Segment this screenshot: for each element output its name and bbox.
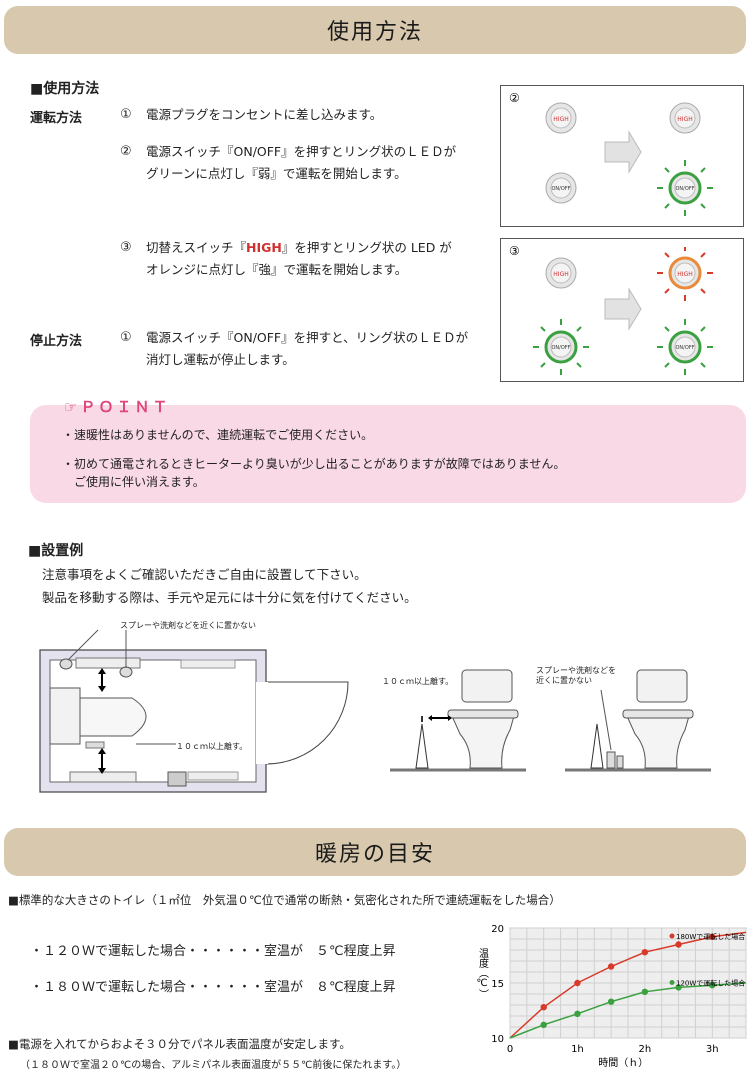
- panel-step3-illustration: ③ HIGH ON/OFF: [509, 244, 713, 375]
- high-button-off: HIGH: [545, 257, 577, 289]
- step3-line2: オレンジに点灯し『強』で運転を開始します。: [146, 262, 408, 277]
- chart-y-label: 温度（℃）: [476, 948, 488, 999]
- step3-post: 』を押すとリング状の LED が: [281, 240, 452, 255]
- usage-heading: ■使用方法: [30, 81, 100, 97]
- panel3-num: ③: [509, 244, 520, 258]
- point-item-1: ・速暖性はありませんので、連続運転でご使用ください。: [62, 428, 374, 442]
- chart-point: [641, 949, 649, 956]
- svg-text:ON/OFF: ON/OFF: [675, 186, 694, 192]
- chart-legend-label: 120Wで運転した場合: [676, 979, 745, 988]
- arrow-icon: [604, 130, 642, 174]
- point-title: ☞ＰＯＩＮＴ: [64, 398, 171, 416]
- heating-row-120w: ・１２０Ｗで運転した場合・・・・・・室温が ５℃程度上昇: [30, 944, 396, 959]
- install-line-1: 注意事項をよくご確認いただきご自由に設置して下さい。: [42, 567, 367, 582]
- chart-x-tick: 3h: [706, 1044, 719, 1055]
- chart-point: [574, 1010, 581, 1017]
- chart-series-line: [509, 931, 747, 1039]
- step3-line1: 切替えスイッチ『HIGH』を押すとリング状の LED が: [146, 237, 452, 259]
- toilet-side-view-2: [565, 669, 711, 772]
- chart-x-tick: 2h: [639, 1044, 652, 1055]
- chart-legend-marker: [669, 980, 675, 985]
- step3-high: HIGH: [246, 240, 282, 255]
- note-10cm: １０ｃｍ以上離す。: [176, 742, 248, 751]
- step3-num: ③: [120, 240, 132, 255]
- step1-num: ①: [120, 107, 132, 122]
- chart-point: [641, 988, 649, 995]
- chart-point: [607, 998, 615, 1005]
- chart-legend-marker: [669, 933, 675, 939]
- chart-point: [709, 982, 716, 989]
- chart-point: [675, 984, 682, 991]
- svg-text:HIGH: HIGH: [553, 116, 568, 123]
- chart-x-tick: 0: [507, 1044, 513, 1055]
- note-10cm-side: １０ｃｍ以上離す。: [382, 677, 454, 686]
- chart-y-tick: 10: [491, 1034, 504, 1045]
- heating-row-180w: ・１８０Ｗで運転した場合・・・・・・室温が ８℃程度上昇: [30, 980, 396, 995]
- svg-text:HIGH: HIGH: [677, 271, 692, 278]
- floor-plan-illustration: [39, 629, 349, 793]
- high-button-off: HIGH: [545, 102, 577, 134]
- usage-banner: 使用方法: [4, 6, 746, 54]
- chart-point: [540, 1004, 547, 1011]
- stop-label: 停止方法: [30, 334, 83, 349]
- high-button-off-2: HIGH: [669, 102, 701, 134]
- chart-x-tick: 1h: [571, 1044, 584, 1055]
- svg-text:ON/OFF: ON/OFF: [551, 186, 570, 192]
- svg-text:HIGH: HIGH: [553, 271, 568, 278]
- install-heading: ■設置例: [28, 543, 84, 559]
- chart-point: [675, 941, 682, 948]
- svg-text:HIGH: HIGH: [677, 116, 692, 123]
- heating-condition: ■標準的な大きさのトイレ（１㎡位 外気温０℃位で通常の断熱・気密化された所で連続…: [8, 893, 561, 907]
- point-box: [30, 405, 746, 503]
- panel-step3: ③ HIGH ON/OFF: [500, 238, 744, 382]
- chart-point: [709, 933, 716, 940]
- step2-line2: グリーンに点灯し『弱』で運転を開始します。: [146, 166, 407, 181]
- chart-series-line: [509, 982, 747, 1039]
- install-line-2: 製品を移動する際は、手元や足元には十分に気を付けてください。: [42, 590, 417, 605]
- stop-num: ①: [120, 330, 132, 345]
- chart-point: [607, 963, 615, 970]
- chart-point: [540, 1021, 547, 1028]
- panel-step2-illustration: ② HIGH ON/OFF HIGH: [509, 91, 713, 216]
- note-spray: スプレーや洗剤などを近くに置かない: [120, 621, 256, 630]
- onoff-button-off: ON/OFF: [545, 172, 577, 204]
- toilet-side-view-1: [390, 669, 526, 772]
- panel2-num: ②: [509, 91, 520, 105]
- heating-banner: 暖房の目安: [4, 828, 746, 876]
- step2-line1: 電源スイッチ『ON/OFF』を押すとリング状のＬＥＤが: [146, 144, 457, 159]
- stop-line2: 消灯し運転が停止します。: [146, 352, 295, 367]
- heating-stable-note: （１８０Ｗで室温２０℃の場合、アルミパネル表面温度が５５℃前後に保たれます。）: [20, 1060, 407, 1071]
- operation-label: 運転方法: [30, 111, 83, 126]
- point-item-2-cont: ご使用に伴い消えます。: [74, 475, 205, 489]
- point-item-2: ・初めて通電されるときヒーターより臭いが少し出ることがありますが故障ではありませ…: [62, 457, 566, 471]
- svg-text:ON/OFF: ON/OFF: [675, 345, 694, 351]
- panel-step2: ② HIGH ON/OFF HIGH: [500, 85, 744, 227]
- arrow-icon: [604, 287, 642, 331]
- note-spray-side-2: 近くに置かない: [536, 676, 592, 685]
- note-spray-side-1: スプレーや洗剤などを: [536, 666, 616, 675]
- chart-legend-label: 180Wで運転した場合: [676, 932, 745, 941]
- heating-banner-title: 暖房の目安: [314, 842, 435, 867]
- onoff-button-green-2: ON/OFF: [657, 319, 713, 375]
- high-button-orange: HIGH: [657, 247, 713, 301]
- chart-y-tick: 15: [491, 979, 504, 990]
- chart-point: [574, 979, 581, 987]
- heating-stable: ■電源を入れてからおよそ３０分でパネル表面温度が安定します。: [8, 1037, 351, 1051]
- chart-x-label: 時間（ｈ）: [598, 1057, 648, 1069]
- onoff-button-green: ON/OFF: [533, 319, 589, 375]
- step1-text: 電源プラグをコンセントに差し込みます。: [146, 107, 383, 122]
- step2-num: ②: [120, 144, 132, 159]
- stop-line1: 電源スイッチ『ON/OFF』を押すと、リング状のＬＥＤが: [146, 330, 469, 345]
- svg-text:ON/OFF: ON/OFF: [551, 345, 570, 351]
- onoff-button-green: ON/OFF: [657, 160, 713, 216]
- usage-banner-title: 使用方法: [326, 20, 423, 45]
- chart-y-tick: 20: [491, 924, 504, 935]
- temperature-chart: 10 15 20 0 1h 2h 3h 時間（ｈ） 温度（℃） 180Wで運転した場合 120Wで運…: [476, 924, 747, 1069]
- step3-pre: 切替えスイッチ『: [146, 240, 247, 255]
